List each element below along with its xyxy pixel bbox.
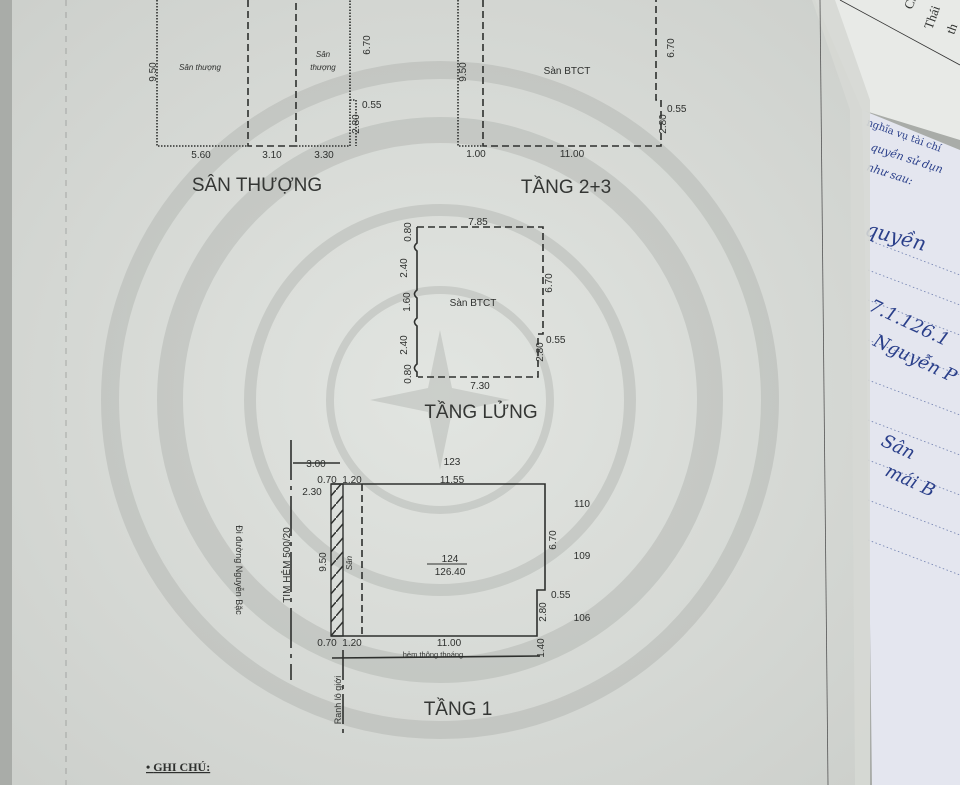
dim-left-2: 2.40 (399, 258, 410, 278)
plan-tang-1: 123 3.00 2.30 0.70 1.20 11.55 9.50 Sân 1… (234, 440, 591, 735)
dim-top: 7.85 (468, 217, 488, 228)
setback-hatch (330, 483, 344, 637)
dim-right: 6.70 (544, 273, 555, 293)
parcel-number: 124 (442, 554, 459, 565)
area-label: Sàn BTCT (450, 298, 497, 309)
dim-right: 6.70 (666, 38, 677, 58)
dim-step-h: 2.80 (535, 342, 546, 362)
dim-bot-b: 1.20 (342, 638, 362, 649)
plan-title: TẦNG LỬNG (424, 401, 537, 423)
neighbor-parcel: 106 (574, 613, 591, 624)
dim-w3: 3.30 (314, 150, 334, 161)
dim-top: 11.55 (440, 475, 465, 486)
plan-tang-lung: 7.85 7.30 0.80 2.40 1.60 2.40 0.80 Sàn B… (399, 217, 566, 423)
dim-top-a: 0.70 (317, 475, 337, 486)
overlapping-papers: nghĩa vụ tài chí quyền sử dụn như sau: q… (812, 0, 960, 785)
notes-heading: • GHI CHÚ: (146, 760, 210, 774)
plan-title: SÂN THƯỢNG (192, 174, 322, 196)
dim-step: 0.55 (362, 100, 382, 111)
plan-san-thuong: 9.50 Sân thượng Sân thượng 6.70 0.55 2.8… (148, 0, 382, 196)
certificate-page (12, 0, 870, 785)
dim-w2: 3.10 (262, 150, 282, 161)
area-label: Sân (316, 50, 331, 59)
dim-w1: 1.00 (466, 149, 486, 160)
road-direction-label: Đi đường Nguyễn Bặc (234, 525, 244, 615)
neighbor-parcel: 109 (574, 551, 591, 562)
area-label: thượng (310, 63, 336, 72)
dim-left-1: 0.80 (403, 222, 414, 242)
dim-w2: 11.00 (560, 149, 585, 160)
dim-left-4: 2.40 (399, 335, 410, 355)
dim-step: 0.55 (667, 104, 687, 115)
san-label: Sân (345, 555, 354, 570)
printed-line: Chí (901, 0, 922, 11)
boundary-label: Ranh lô giới (333, 676, 343, 724)
dim-top-b: 1.20 (342, 475, 362, 486)
dim-bottom: 11.00 (437, 638, 462, 649)
dim-right: 6.70 (548, 530, 559, 550)
dim-step: 0.55 (546, 335, 566, 346)
neighbor-parcel-top: 123 (444, 457, 461, 468)
dim-left-5: 0.80 (403, 364, 414, 384)
alley-label: hẻm thông thoáng (403, 650, 463, 659)
dim-bottom: 7.30 (470, 381, 490, 392)
dim-step: 0.55 (551, 590, 571, 601)
parcel-area: 126.40 (435, 567, 466, 578)
dim-right: 6.70 (362, 35, 373, 55)
dim-step-h: 2.80 (538, 602, 549, 622)
area-label: Sàn BTCT (544, 66, 591, 77)
dim-alley-width: 1.40 (536, 638, 547, 658)
neighbor-parcel: 110 (574, 499, 590, 510)
area-label: Sân thượng (179, 63, 221, 72)
dim-offset: 3.00 (306, 459, 326, 470)
drum-watermark (101, 61, 779, 739)
road-center-label: TIM HẺM 500/20 (280, 527, 293, 603)
dim-left-3: 1.60 (402, 292, 413, 312)
dim-bot-a: 0.70 (317, 638, 337, 649)
dim-offset2: 2.30 (302, 487, 322, 498)
dim-height: 9.50 (318, 552, 329, 572)
dim-step-h: 2.80 (351, 114, 362, 134)
dim-height: 9.50 (148, 62, 159, 82)
dim-w1: 5.60 (191, 150, 211, 161)
dim-height: 9.50 (458, 62, 469, 82)
plan-tang-2-3: 9.50 Sàn BTCT 6.70 0.55 2.80 1.00 11.00 … (457, 0, 687, 198)
plan-title: TẦNG 2+3 (521, 176, 611, 198)
plan-title: TẦNG 1 (424, 698, 493, 720)
dim-step-h: 2.80 (658, 114, 669, 134)
